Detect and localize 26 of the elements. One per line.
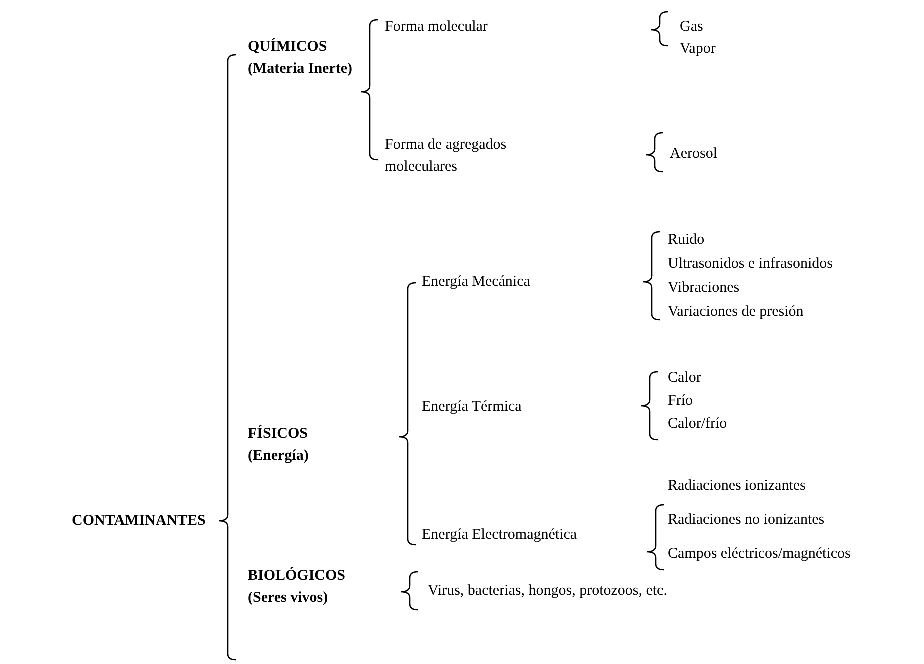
category-heading: CONTAMINANTES [72,512,206,531]
item-label: Aerosol [670,145,718,164]
item-label: Frío [668,392,694,411]
item-label: Gas [680,18,704,37]
item-label: Energía Térmica [422,398,522,417]
category-subtitle: (Seres vivos) [248,589,330,608]
item-label: Variaciones de presión [668,303,804,322]
item-label: Vibraciones [668,279,740,298]
category-subtitle: (Energía) [248,447,309,466]
item-label: Radiaciones no ionizantes [668,511,825,530]
item-label: Ruido [668,231,705,250]
item-label: Ultrasonidos e infrasonidos [668,255,833,274]
item-label: Energía Electromagnética [422,526,578,545]
item-label: Energía Mecánica [422,273,530,292]
item-label: Forma molecular [385,18,488,37]
item-label: Radiaciones ionizantes [668,477,806,496]
item-label: Virus, bacterias, hongos, protozoos, etc. [428,582,668,601]
category-heading: BIOLÓGICOS [248,566,346,586]
item-label: Campos eléctricos/magnéticos [668,545,851,564]
item-label: Calor [668,369,702,388]
item-label: Vapor [680,40,716,59]
category-subtitle: (Materia Inerte) [248,60,353,79]
category-heading: QUÍMICOS [248,37,328,57]
category-heading: FÍSICOS [248,424,309,444]
item-label: Calor/frío [668,415,728,434]
item-label: Forma de agregados moleculares [385,136,508,177]
